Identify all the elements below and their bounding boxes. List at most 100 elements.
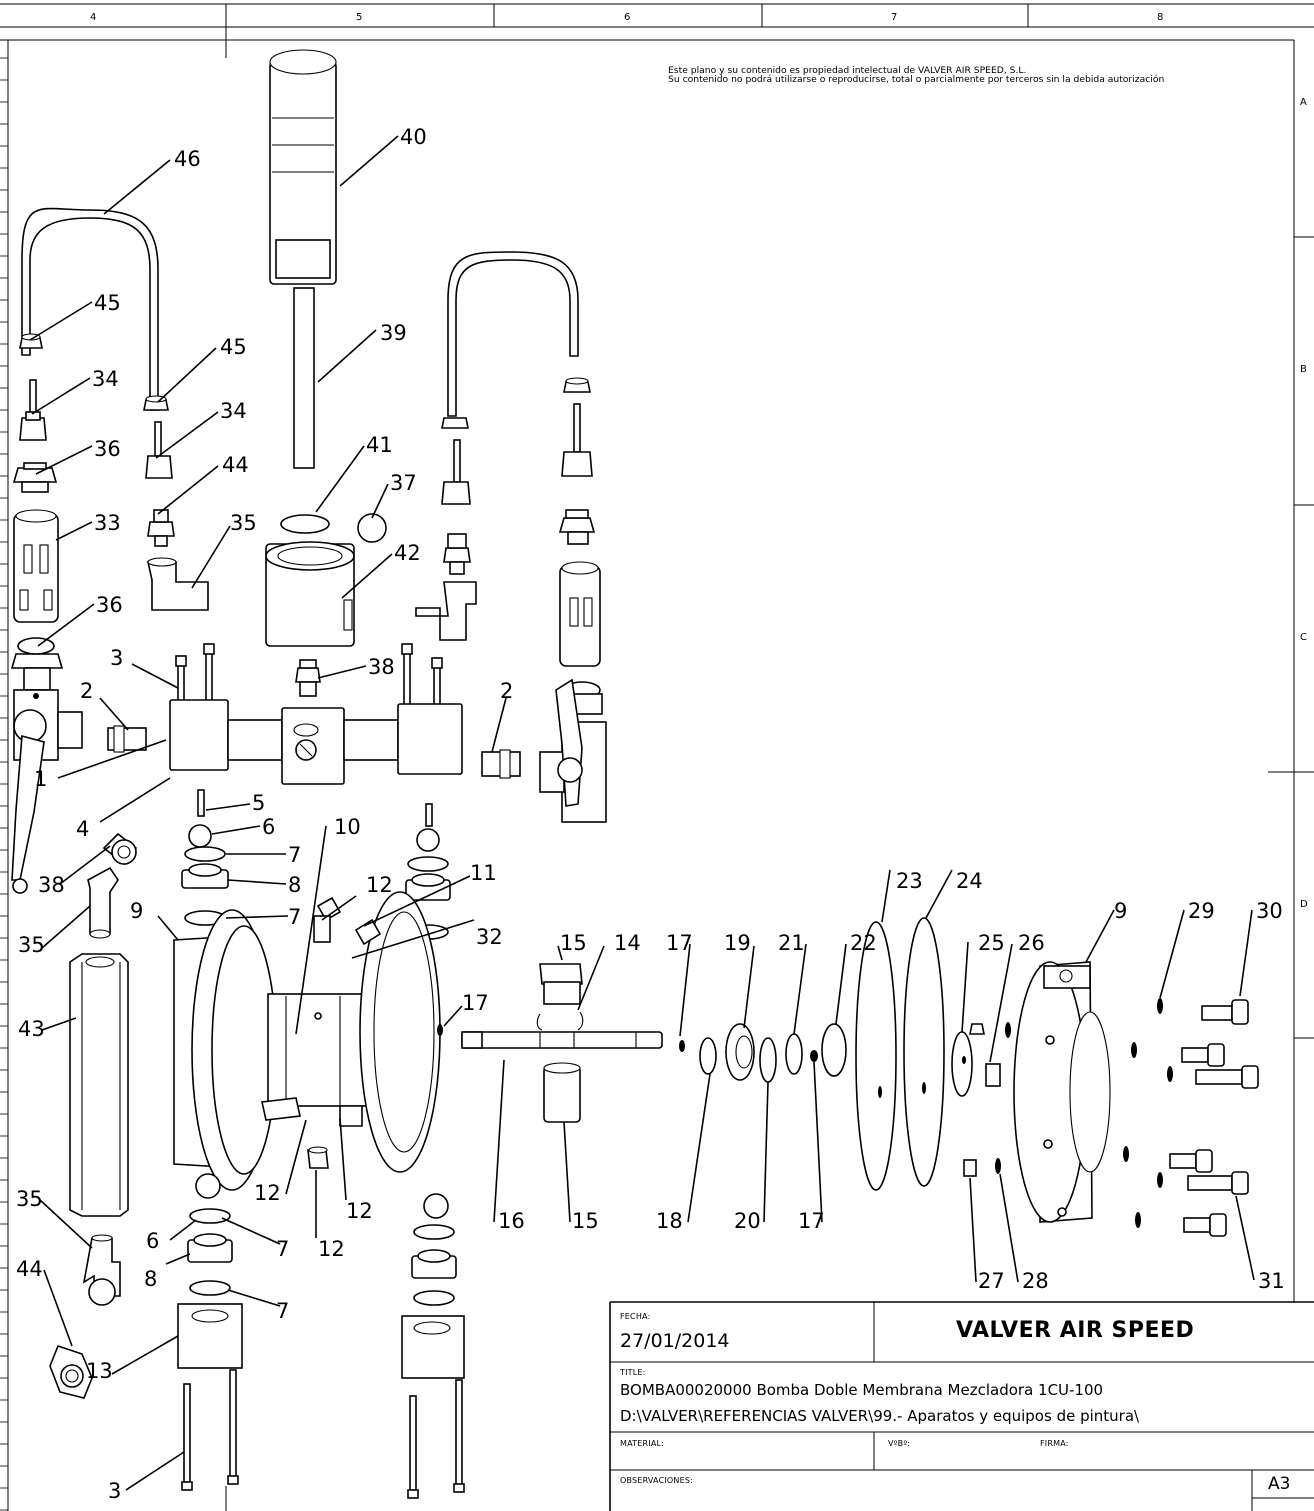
drawing-frame bbox=[0, 3, 1314, 1511]
company-name: VALVER AIR SPEED bbox=[956, 1318, 1195, 1343]
balloon-1: 1 bbox=[34, 767, 47, 791]
balloon-13: 13 bbox=[86, 1359, 113, 1383]
balloon-6: 6 bbox=[146, 1229, 159, 1253]
balloon-labels: 1 2 2 3 3 4 5 6 6 7 7 7 7 8 8 9 9 10 11 … bbox=[16, 125, 1285, 1503]
balloon-37: 37 bbox=[390, 471, 417, 495]
balloon-33: 33 bbox=[94, 511, 121, 535]
balloon-20: 20 bbox=[734, 1209, 761, 1233]
balloon-44: 44 bbox=[16, 1257, 43, 1281]
balloon-30: 30 bbox=[1256, 899, 1283, 923]
balloon-35: 35 bbox=[230, 511, 257, 535]
balloon-2: 2 bbox=[80, 679, 93, 703]
balloon-3: 3 bbox=[110, 646, 123, 670]
balloon-32: 32 bbox=[476, 925, 503, 949]
balloon-25: 25 bbox=[978, 931, 1005, 955]
material-label: MATERIAL: bbox=[620, 1439, 665, 1448]
zone-row-d: D bbox=[1300, 899, 1308, 910]
balloon-16: 16 bbox=[498, 1209, 525, 1233]
left-tube-stack bbox=[10, 207, 209, 1399]
balloon-18: 18 bbox=[656, 1209, 683, 1233]
balloon-15: 15 bbox=[572, 1209, 599, 1233]
zone-row-a: A bbox=[1300, 97, 1307, 108]
copyright-line-1: Este plano y su contenido es propiedad i… bbox=[668, 65, 1027, 76]
balloon-11: 11 bbox=[470, 861, 497, 885]
balloon-12: 12 bbox=[366, 873, 393, 897]
title-label: TITLE: bbox=[620, 1368, 646, 1377]
copyright-line-2: Su contenido no podrá utilizarse o repro… bbox=[668, 74, 1165, 85]
balloon-9: 9 bbox=[1114, 899, 1127, 923]
zone-row-c: C bbox=[1300, 632, 1307, 643]
balloon-22: 22 bbox=[850, 931, 877, 955]
balloon-5: 5 bbox=[252, 791, 265, 815]
balloon-12: 12 bbox=[318, 1237, 345, 1261]
zone-col-6: 6 bbox=[624, 12, 630, 23]
balloon-40: 40 bbox=[400, 125, 427, 149]
balloon-2: 2 bbox=[500, 679, 513, 703]
zone-col-8: 8 bbox=[1157, 12, 1163, 23]
balloon-8: 8 bbox=[288, 873, 301, 897]
balloon-24: 24 bbox=[956, 869, 983, 893]
vobo-label: VºBº: bbox=[888, 1439, 911, 1448]
zone-col-5: 5 bbox=[356, 12, 362, 23]
balloon-45: 45 bbox=[220, 335, 247, 359]
balloon-29: 29 bbox=[1188, 899, 1215, 923]
zone-labels: 4 5 6 7 8 A B C D bbox=[90, 12, 1308, 910]
balloon-7: 7 bbox=[288, 905, 301, 929]
balloon-39: 39 bbox=[380, 321, 407, 345]
balloon-17: 17 bbox=[666, 931, 693, 955]
balloon-4: 4 bbox=[76, 817, 89, 841]
balloon-15: 15 bbox=[560, 931, 587, 955]
balloon-8: 8 bbox=[144, 1267, 157, 1291]
copyright-notice: Este plano y su contenido es propiedad i… bbox=[668, 66, 1164, 84]
balloon-36: 36 bbox=[94, 437, 121, 461]
balloon-44: 44 bbox=[222, 453, 249, 477]
balloon-34: 34 bbox=[220, 399, 247, 423]
balloon-12: 12 bbox=[254, 1181, 281, 1205]
lower-check-valves bbox=[177, 1173, 465, 1499]
leader-lines bbox=[29, 135, 1255, 1491]
right-tube-stack bbox=[415, 251, 607, 823]
drawing-file-path: D:\VALVER\REFERENCIAS VALVER\99.- Aparat… bbox=[620, 1407, 1140, 1425]
center-manifold bbox=[169, 49, 463, 940]
shaft-assembly bbox=[437, 917, 1011, 1191]
drawing-date: 27/01/2014 bbox=[620, 1330, 730, 1352]
balloon-31: 31 bbox=[1258, 1269, 1285, 1293]
observaciones-label: OBSERVACIONES: bbox=[620, 1476, 694, 1485]
balloon-38: 38 bbox=[368, 655, 395, 679]
balloon-36: 36 bbox=[96, 593, 123, 617]
balloon-7: 7 bbox=[276, 1299, 289, 1323]
balloon-3: 3 bbox=[108, 1479, 121, 1503]
zone-col-4: 4 bbox=[90, 12, 96, 23]
balloon-10: 10 bbox=[334, 815, 361, 839]
balloon-14: 14 bbox=[614, 931, 641, 955]
balloon-45: 45 bbox=[94, 291, 121, 315]
balloon-12: 12 bbox=[346, 1199, 373, 1223]
balloon-17: 17 bbox=[462, 991, 489, 1015]
balloon-46: 46 bbox=[174, 147, 201, 171]
balloon-6: 6 bbox=[262, 815, 275, 839]
balloon-42: 42 bbox=[394, 541, 421, 565]
sheet-size: A3 bbox=[1268, 1474, 1291, 1494]
zone-col-7: 7 bbox=[891, 12, 897, 23]
balloon-43: 43 bbox=[18, 1017, 45, 1041]
balloon-7: 7 bbox=[288, 843, 301, 867]
balloon-34: 34 bbox=[92, 367, 119, 391]
balloon-9: 9 bbox=[130, 899, 143, 923]
balloon-23: 23 bbox=[896, 869, 923, 893]
balloon-26: 26 bbox=[1018, 931, 1045, 955]
balloon-21: 21 bbox=[778, 931, 805, 955]
balloon-28: 28 bbox=[1022, 1269, 1049, 1293]
drawing-title: BOMBA00020000 Bomba Doble Membrana Mezcl… bbox=[620, 1381, 1104, 1399]
balloon-17: 17 bbox=[798, 1209, 825, 1233]
balloon-19: 19 bbox=[724, 931, 751, 955]
balloon-35: 35 bbox=[18, 933, 45, 957]
firma-label: FIRMA: bbox=[1040, 1439, 1069, 1448]
center-pump-body bbox=[173, 891, 441, 1191]
balloon-41: 41 bbox=[366, 433, 393, 457]
balloon-35: 35 bbox=[16, 1187, 43, 1211]
balloon-38: 38 bbox=[38, 873, 65, 897]
zone-row-b: B bbox=[1300, 364, 1307, 375]
balloon-7: 7 bbox=[276, 1237, 289, 1261]
right-pump-body bbox=[1013, 961, 1259, 1237]
